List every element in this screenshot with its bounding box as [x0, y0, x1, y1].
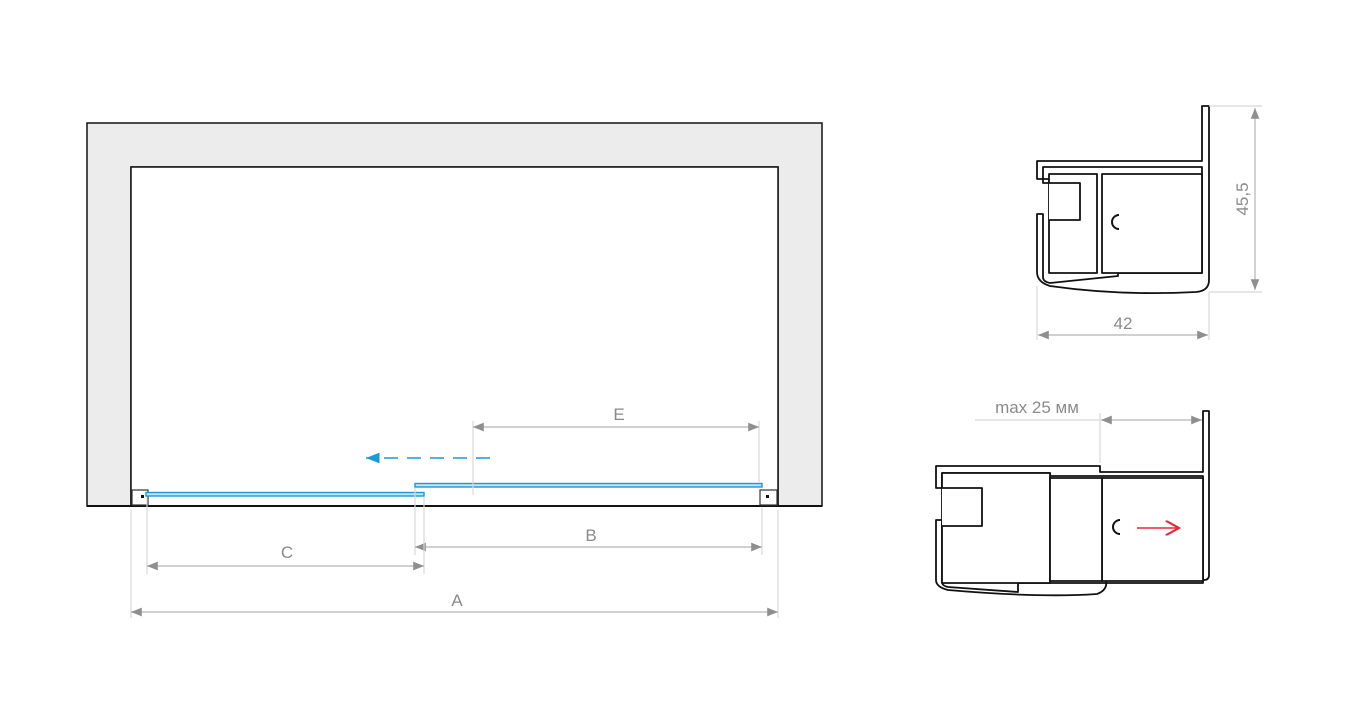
offset-dimension-label: max 25 мм — [995, 398, 1079, 417]
left-bracket — [131, 489, 149, 506]
profile-groove — [1049, 182, 1081, 221]
fixed-glass-panel — [145, 491, 425, 497]
sliding-glass-panel — [414, 482, 763, 488]
profile-outer — [1036, 105, 1210, 295]
height-dimension-label: 45,5 — [1233, 182, 1252, 215]
opening — [130, 166, 779, 507]
plan-view: E B C A — [86, 122, 823, 618]
profile-right-chamber — [1101, 173, 1203, 274]
dimension-e-label: E — [613, 405, 624, 424]
left-bracket-pin — [141, 495, 144, 498]
profile-clip — [1111, 214, 1120, 230]
profile-overlap — [1049, 477, 1103, 582]
width-dimension-label: 42 — [1114, 314, 1133, 333]
profile-section-top: 45,5 42 — [1036, 105, 1262, 340]
right-bracket-pin — [766, 495, 769, 498]
profile-section-bottom: max 25 мм — [935, 398, 1210, 597]
profile-clip — [1112, 519, 1121, 535]
dimension-a-label: A — [451, 591, 463, 610]
profile-right-chamber — [1101, 477, 1204, 582]
dimension-c-label: C — [281, 543, 293, 562]
dimension-b-label: B — [585, 526, 596, 545]
profile-groove — [942, 487, 983, 527]
